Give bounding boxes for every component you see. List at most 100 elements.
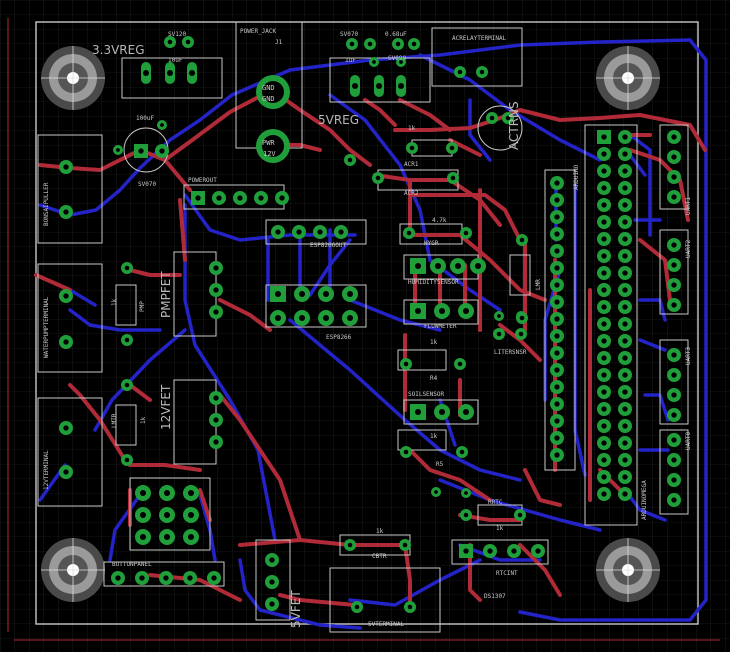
pad-hole: [298, 314, 306, 322]
pad-hole: [479, 69, 485, 75]
label-j1: J1: [275, 39, 283, 46]
pad-hole: [434, 262, 442, 270]
pad-hole: [317, 229, 323, 235]
pad-hole: [671, 392, 677, 398]
pad-hole: [116, 148, 120, 152]
pad-hole: [139, 533, 147, 541]
pad-hole: [554, 214, 560, 220]
pad-hole: [497, 314, 501, 318]
pad-hole: [622, 185, 628, 191]
pad-hole: [622, 253, 628, 259]
pad-hole: [139, 511, 147, 519]
pad-hole: [438, 408, 446, 416]
pad-hole: [213, 309, 219, 315]
pad-hole: [601, 134, 607, 140]
pad-hole: [124, 457, 130, 463]
pad-hole: [414, 307, 422, 315]
pad-hole: [601, 406, 607, 412]
pad-hole: [63, 469, 69, 475]
pad-hole: [463, 230, 469, 236]
pad-hole: [622, 355, 628, 361]
pad-hole: [409, 145, 415, 151]
pad-hole: [376, 83, 382, 89]
pad-hole: [438, 307, 446, 315]
pad-hole: [457, 361, 463, 367]
label-1uf: 1uF: [345, 57, 356, 64]
pad-hole: [269, 557, 275, 563]
pad-hole: [622, 270, 628, 276]
jack-hole: [262, 81, 284, 103]
pad-hole: [213, 439, 219, 445]
label-ds1307: DS1307: [484, 593, 506, 600]
pad-hole: [464, 491, 468, 495]
label-sv070-cap: 0.68uF: [385, 31, 407, 38]
pad-hole: [187, 533, 195, 541]
label-rrtc-val: 1k: [496, 525, 504, 532]
pad-hole: [622, 168, 628, 174]
pad-hole: [671, 154, 677, 160]
pad-hole: [554, 367, 560, 373]
jack-hole: [262, 135, 284, 157]
label-acrelay: ACRELAYTERMINAL: [452, 35, 507, 42]
label-acr2: ACR2: [404, 190, 419, 197]
label-buttonpanel: BUTTONPANEL: [112, 561, 152, 568]
pad-hole: [138, 148, 144, 154]
pad-hole: [622, 491, 628, 497]
pad-hole: [505, 115, 511, 121]
label-uart0: UART0: [685, 432, 692, 450]
pad-hole: [601, 457, 607, 463]
pad-hole: [367, 41, 373, 47]
label-reg33-cap: 10uF: [168, 57, 183, 64]
pad-hole: [474, 262, 482, 270]
pad-hole: [403, 361, 409, 367]
pad-hole: [124, 382, 130, 388]
pad-hole: [160, 123, 164, 127]
pad-hole: [601, 423, 607, 429]
pad-hole: [403, 449, 409, 455]
pad-hole: [462, 408, 470, 416]
pad-hole: [554, 350, 560, 356]
pad-hole: [671, 262, 677, 268]
pad-hole: [237, 195, 243, 201]
pad-hole: [554, 452, 560, 458]
label-gnd: GND: [262, 84, 275, 92]
pad-hole: [671, 282, 677, 288]
pad-hole: [296, 229, 302, 235]
pad-hole: [402, 542, 408, 548]
pad-hole: [622, 134, 628, 140]
pad-hole: [622, 202, 628, 208]
pad-hole: [554, 384, 560, 390]
label-sv070-round: SV070: [138, 181, 156, 188]
pad-hole: [671, 134, 677, 140]
pad-hole: [554, 282, 560, 288]
pad-hole: [454, 262, 462, 270]
pad-hole: [216, 195, 222, 201]
pad-hole: [554, 333, 560, 339]
pad-hole: [622, 338, 628, 344]
pad-hole: [622, 321, 628, 327]
label-uart1: UART1: [685, 197, 692, 215]
pad-hole: [601, 185, 607, 191]
label-sv090: SV090: [388, 55, 406, 62]
pad-hole: [671, 174, 677, 180]
pad-hole: [434, 490, 438, 494]
pad-hole: [463, 548, 469, 554]
pad-hole: [269, 579, 275, 585]
label-pmp-val: 1k: [111, 298, 118, 306]
pad-hole: [554, 418, 560, 424]
pad-hole: [124, 265, 130, 271]
pad-hole: [622, 389, 628, 395]
label-hygr-val: 4.7k: [432, 217, 447, 224]
label-5vterminal: 5VTERMINAL: [368, 621, 405, 628]
pad-hole: [163, 533, 171, 541]
label-r5: R5: [436, 461, 444, 468]
label-acr1: ACR1: [404, 161, 419, 168]
pad-hole: [463, 512, 469, 518]
label-rrtc: RRTC: [488, 499, 503, 506]
pad-hole: [601, 236, 607, 242]
label-power-jack: POWER_JACK: [240, 28, 277, 35]
label-litersnsr: LITERSNSR: [494, 349, 527, 356]
pad-hole: [338, 229, 344, 235]
pad-hole: [414, 262, 422, 270]
